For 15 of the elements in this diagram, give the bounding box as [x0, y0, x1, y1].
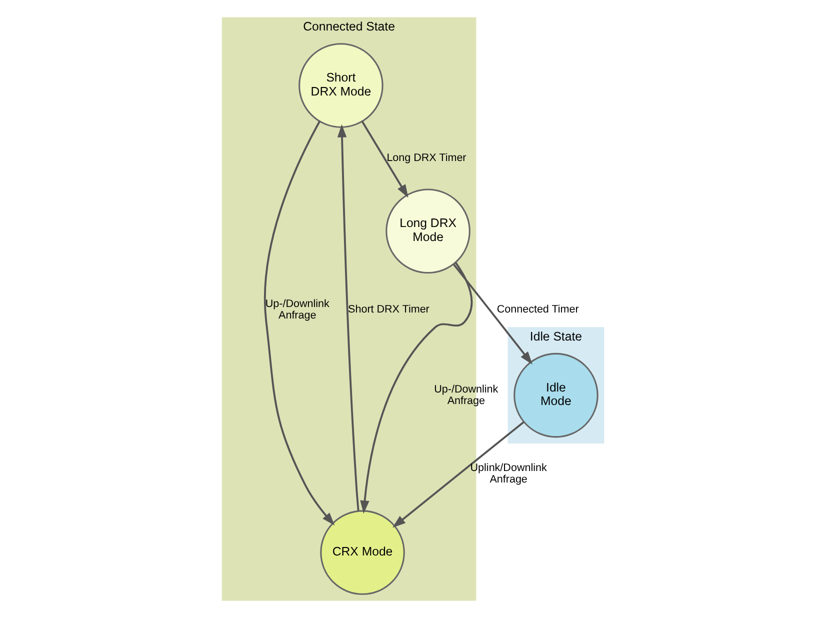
- edge-label: Uplink/Downlink Anfrage: [470, 462, 546, 486]
- arrow: [360, 121, 408, 198]
- edge-label: Long DRX Timer: [386, 152, 466, 164]
- edge-label: Up-/Downlink Anfrage: [434, 383, 498, 407]
- arrow: [336, 124, 359, 511]
- node-circle: Idle Mode: [513, 352, 598, 438]
- node-circle: Long DRX Mode: [385, 188, 470, 274]
- edge-label: Short DRX Timer: [348, 304, 429, 316]
- arrow: [452, 264, 532, 364]
- edge-label: Up-/Downlink Anfrage: [264, 298, 329, 322]
- arrow: [264, 120, 334, 526]
- arrow: [392, 421, 524, 528]
- arrow: [360, 262, 472, 514]
- node-circle: Short DRX Mode: [298, 43, 383, 128]
- edge-label: Connected Timer: [496, 304, 578, 316]
